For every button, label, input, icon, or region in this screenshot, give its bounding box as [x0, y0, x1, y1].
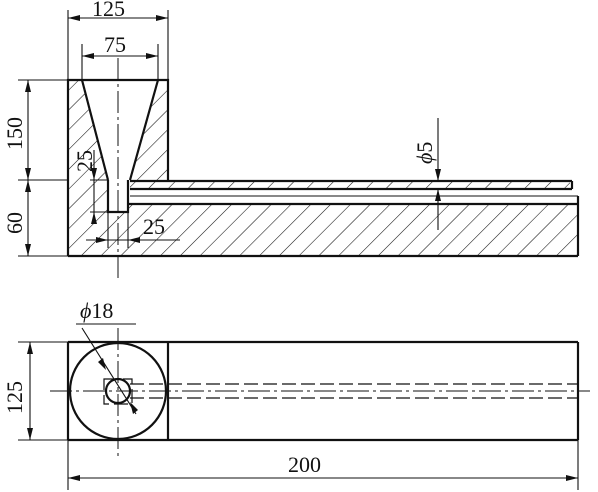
dim-plan-length: 200 [288, 452, 321, 477]
sprue-cone-right [128, 79, 160, 181]
front-section-view [66, 58, 580, 278]
plan-dimensions: ϕ18 125 200 [2, 298, 579, 490]
front-dimensions: 125 75 150 60 25 25 [2, 0, 441, 257]
plan-view [50, 328, 590, 458]
sprue-block-right-hatch [130, 80, 168, 180]
sprue-cone-left [80, 79, 110, 181]
runner-strip-hatch [130, 182, 570, 188]
sprue-block-left-hatch [68, 80, 108, 180]
base-block-hatch [128, 204, 578, 256]
dim-runner-diameter: ϕ5 [412, 142, 437, 164]
base-left-hatch [68, 180, 128, 256]
dim-height-upper: 150 [2, 117, 27, 150]
dim-sprue-depth: 25 [72, 150, 97, 172]
dim-plan-width: 125 [2, 381, 27, 414]
dim-top-width: 125 [92, 0, 125, 21]
dim-well-diameter: ϕ18 [80, 298, 113, 323]
dim-height-lower: 60 [2, 212, 27, 234]
sprue-well [106, 180, 130, 214]
dim-well-width: 25 [143, 214, 165, 239]
dim-sprue-top: 75 [104, 32, 126, 57]
